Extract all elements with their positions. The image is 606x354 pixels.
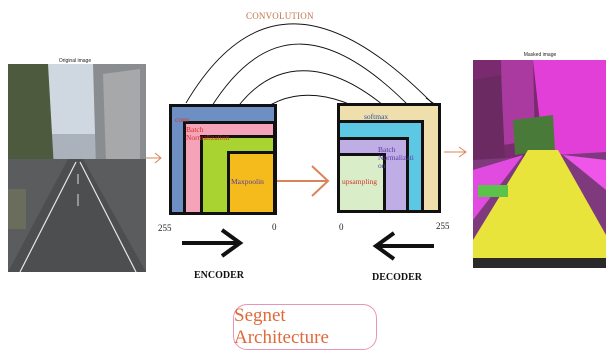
original-image <box>8 64 146 272</box>
skip-arrow-2 <box>209 43 413 110</box>
diagram-title: CONVOLUTION <box>246 11 314 21</box>
encoder-batchnorm-label: Batch Normalization <box>186 125 230 142</box>
encoder-arrow-head <box>220 228 244 258</box>
skip-arrow-1 <box>185 23 433 104</box>
bottleneck-arrow-head <box>311 165 330 197</box>
decoder-tick-left: 0 <box>339 222 344 232</box>
encoder-conv-label: conv <box>175 115 190 124</box>
masked-image-label: Masked image <box>523 52 557 58</box>
arrow-out-head <box>458 146 467 158</box>
masked-image <box>473 60 606 268</box>
decoder-batchnorm-label: Batch Normalizati on <box>378 145 414 170</box>
decoder-tick-right: 255 <box>436 221 450 231</box>
encoder-label: ENCODER <box>194 270 245 281</box>
encoder-layer-maxpool <box>227 151 276 215</box>
decoder-layer-upsampling <box>337 153 386 213</box>
encoder-tick-right: 0 <box>272 222 277 232</box>
decoder-softmax-label: softmax <box>364 112 389 121</box>
encoder-maxpool-label: Maxpoolin <box>231 177 264 186</box>
decoder-arrow-head <box>372 231 396 261</box>
decoder-upsampling-label: upsampling <box>342 177 377 186</box>
diagram-caption: Segnet Architecture <box>233 304 377 350</box>
decoder-label: DECODER <box>372 272 423 283</box>
arrow-in-head <box>154 152 162 164</box>
encoder-tick-left: 255 <box>158 223 172 233</box>
skip-arrow-3 <box>229 70 399 119</box>
original-image-label: Original image <box>58 58 92 64</box>
